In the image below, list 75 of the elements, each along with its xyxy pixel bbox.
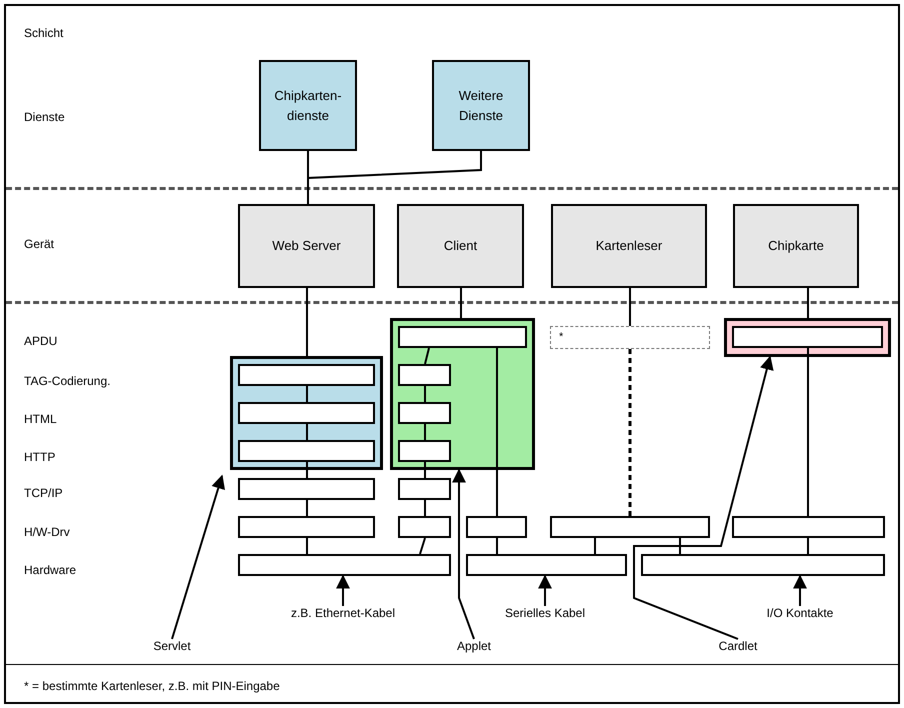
connector-line — [306, 538, 308, 554]
arrow — [171, 474, 225, 640]
cardlet-group — [724, 318, 891, 357]
connector-line — [496, 538, 498, 554]
arrow-caption: Cardlet — [718, 639, 758, 653]
layer-label: Dienste — [24, 110, 65, 124]
arrow-caption: Servlet — [153, 639, 191, 653]
connector-line — [807, 288, 809, 318]
connector-line — [306, 386, 308, 402]
connector-line — [594, 538, 596, 554]
connector-line — [419, 538, 426, 554]
layer-label: HTTP — [24, 450, 56, 464]
layer-bar — [732, 516, 885, 538]
layer-label: Hardware — [24, 563, 76, 577]
layer-bar — [238, 402, 375, 424]
device-box: Client — [397, 204, 524, 288]
arrow-caption: z.B. Ethernet-Kabel — [290, 606, 396, 620]
layer-bar — [238, 364, 375, 386]
optional-box — [550, 326, 710, 349]
connector-line — [496, 348, 498, 516]
layer-label: TCP/IP — [24, 486, 63, 500]
service-box: Chipkarten- dienste — [259, 60, 357, 151]
layer-label: Schicht — [24, 26, 64, 40]
layer-label: H/W-Drv — [24, 525, 70, 539]
arrow-caption: Serielles Kabel — [504, 606, 586, 620]
layer-bar — [466, 554, 627, 576]
service-box: Weitere Dienste — [432, 60, 530, 151]
connector-line — [306, 424, 308, 440]
connector-line — [424, 462, 426, 478]
device-box: Kartenleser — [551, 204, 707, 288]
layer-bar — [238, 478, 375, 500]
layer-label: TAG-Codierung. — [24, 374, 110, 388]
arrow-caption: Applet — [456, 639, 492, 653]
layer-bar — [398, 440, 451, 462]
servlet-group — [230, 356, 383, 470]
layer-bar — [732, 326, 883, 348]
applet-group — [390, 318, 535, 470]
connector-line — [424, 424, 426, 440]
footnote: * = bestimmte Kartenleser, z.B. mit PIN-Eingabe — [24, 679, 280, 693]
device-box: Web Server — [238, 204, 375, 288]
connector-line — [306, 288, 308, 356]
layer-bar — [238, 440, 375, 462]
layer-bar — [641, 554, 885, 576]
connector-line — [807, 538, 809, 554]
layer-label: APDU — [24, 334, 58, 348]
footnote-mark: * — [559, 331, 564, 343]
connector-line — [307, 151, 482, 204]
arrow-caption: I/O Kontakte — [766, 606, 834, 620]
connector-line — [807, 348, 809, 516]
layer-label: HTML — [24, 412, 57, 426]
layer-bar — [238, 554, 451, 576]
layer-bar — [238, 516, 375, 538]
layer-bar — [398, 478, 451, 500]
layer-bar — [550, 516, 710, 538]
connector-line — [629, 288, 631, 326]
layer-bar — [398, 326, 527, 348]
arrow — [336, 574, 350, 606]
layer-bar — [398, 402, 451, 424]
layer-bar — [466, 516, 527, 538]
arrow — [538, 574, 552, 606]
layer-bar — [398, 364, 451, 386]
arrow — [793, 574, 807, 606]
arrow — [452, 468, 475, 640]
connector-line — [628, 349, 632, 516]
connector-line — [424, 500, 426, 516]
connector-line — [679, 538, 681, 554]
connector-line — [424, 386, 426, 402]
arrow — [633, 356, 774, 640]
connector-line — [424, 348, 430, 364]
layer-bar — [398, 516, 451, 538]
connector-line — [306, 500, 308, 516]
device-box: Chipkarte — [733, 204, 859, 288]
layer-label: Gerät — [24, 237, 54, 251]
connector-line — [460, 288, 462, 318]
connector-line — [306, 462, 308, 478]
